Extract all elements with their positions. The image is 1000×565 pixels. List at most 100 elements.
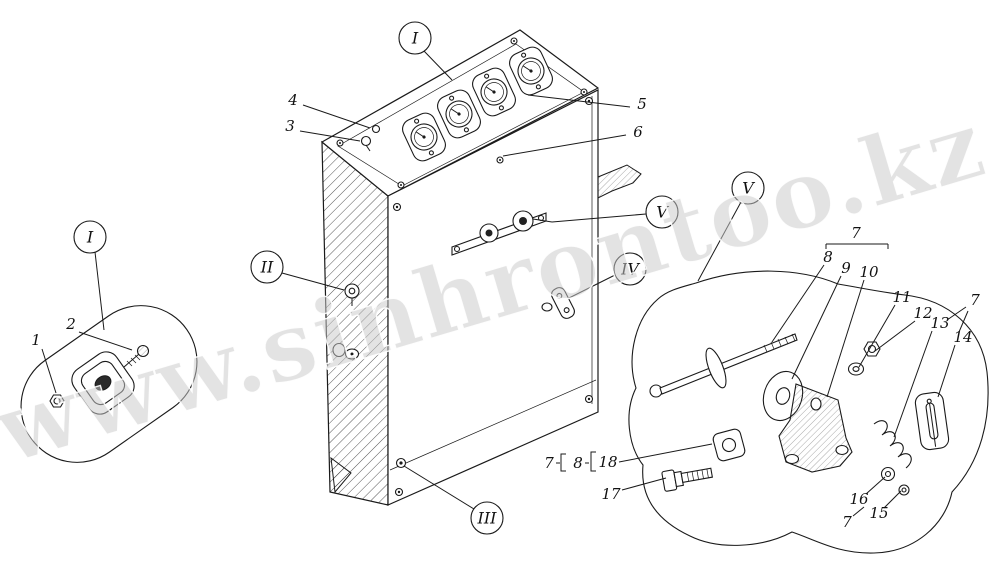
callout-text: V [656, 203, 669, 222]
part-label-15: 15 [869, 504, 888, 522]
detail-callout-V-view: V [731, 171, 765, 205]
leader-line [551, 213, 647, 223]
part-label-2: 2 [65, 315, 76, 333]
part-label-7-right: 7 [970, 291, 980, 309]
clip-plate [541, 287, 575, 319]
part-labels: 4 3 5 6 1 2 7 8 9 10 11 12 13 14 7 16 15 [31, 91, 980, 531]
washer-11 [847, 362, 865, 376]
part-label-1: 1 [31, 331, 41, 349]
detail-callout-V-marker: V [645, 195, 679, 229]
leader-line [94, 251, 105, 331]
detail-callout-II: II [250, 250, 284, 284]
leader-line [858, 304, 896, 368]
part-label-8-group: 8 [573, 454, 583, 472]
part-label-17: 17 [601, 485, 621, 503]
leader-line [874, 320, 916, 352]
gauge-3 [472, 67, 516, 117]
part-label-11: 11 [892, 288, 911, 306]
group-bracket [946, 306, 969, 333]
hinge-bracket [597, 164, 642, 199]
leader-line [281, 272, 345, 291]
square-nut-18 [712, 428, 746, 462]
leader-line [423, 50, 453, 81]
part-label-3: 3 [285, 117, 295, 135]
detail-callout-III: III [470, 501, 504, 535]
detail-view-I [20, 305, 198, 463]
gauge-1 [402, 112, 446, 162]
leader-line [299, 130, 361, 142]
hex-nut-12 [863, 341, 881, 357]
leader-line [865, 476, 886, 495]
gauge-4 [509, 46, 553, 96]
pin-plate-14 [914, 391, 950, 451]
top-face-screws [336, 37, 588, 189]
callout-text: I [411, 29, 419, 48]
detail-V-boundary [628, 270, 989, 554]
leader-line [403, 465, 475, 510]
callout-text: II [260, 258, 274, 277]
part-label-10: 10 [859, 263, 879, 281]
gauge-2 [437, 89, 481, 139]
detail-view-V [628, 270, 989, 554]
part-label-16: 16 [849, 490, 869, 508]
mount-screw [123, 344, 150, 368]
group-bracket [825, 243, 889, 249]
part-label-7-bottom: 7 [842, 513, 852, 531]
part-label-13: 13 [930, 314, 949, 332]
rubber-grommet [71, 351, 135, 415]
leader-line [502, 134, 627, 157]
mount-nut [49, 394, 65, 408]
part-label-5: 5 [637, 95, 647, 113]
leader-line [621, 477, 667, 491]
box-bottom-seam [389, 379, 597, 471]
box-foot [330, 456, 352, 494]
part-label-4: 4 [287, 91, 298, 109]
detail-callout-I-gauges: I [398, 21, 432, 55]
part-label-6: 6 [633, 123, 643, 141]
leader-line [791, 275, 842, 380]
bolt-17 [661, 467, 713, 492]
washer-15 [898, 484, 910, 496]
leader-line [527, 94, 631, 108]
callout-text: III [477, 509, 498, 528]
leader-line [826, 279, 865, 398]
latch-rod [649, 333, 798, 398]
leader-line [937, 344, 956, 398]
leader-line [41, 348, 57, 394]
callout-text: I [86, 228, 94, 247]
latch-parts [332, 283, 360, 360]
leader-line [697, 201, 742, 282]
leader-line [78, 331, 133, 351]
knob-assembly [451, 210, 553, 256]
leader-line [883, 490, 902, 509]
spring-13 [873, 420, 912, 469]
leader-line [771, 264, 825, 343]
leader-line [568, 274, 616, 299]
detail-I-boundary [20, 305, 198, 463]
front-face-screws [392, 96, 594, 497]
group-bracket [556, 453, 566, 472]
part-label-9: 9 [841, 259, 851, 277]
detail-callouts: I I II III IV V V [73, 21, 765, 535]
leader-line [302, 104, 371, 129]
rod-washer-disc [705, 347, 727, 389]
detail-callout-I-view: I [73, 220, 107, 254]
detail-callout-IV: IV [613, 252, 647, 286]
panel-button [360, 135, 372, 152]
leader-line [893, 330, 933, 438]
control-panel-box [320, 29, 642, 506]
part-label-14: 14 [953, 328, 972, 346]
part-label-7-group: 7 [544, 454, 554, 472]
panel-screw [371, 124, 381, 134]
part-label-8: 8 [823, 248, 833, 266]
callout-text: IV [620, 260, 640, 279]
corner-screw [395, 457, 407, 469]
group-bracket [585, 451, 596, 472]
callout-text: V [742, 179, 755, 198]
part-label-12: 12 [913, 304, 932, 322]
part-label-7-top: 7 [851, 224, 861, 242]
mount-bracket-casting [778, 383, 853, 473]
part-label-18: 18 [598, 453, 617, 471]
